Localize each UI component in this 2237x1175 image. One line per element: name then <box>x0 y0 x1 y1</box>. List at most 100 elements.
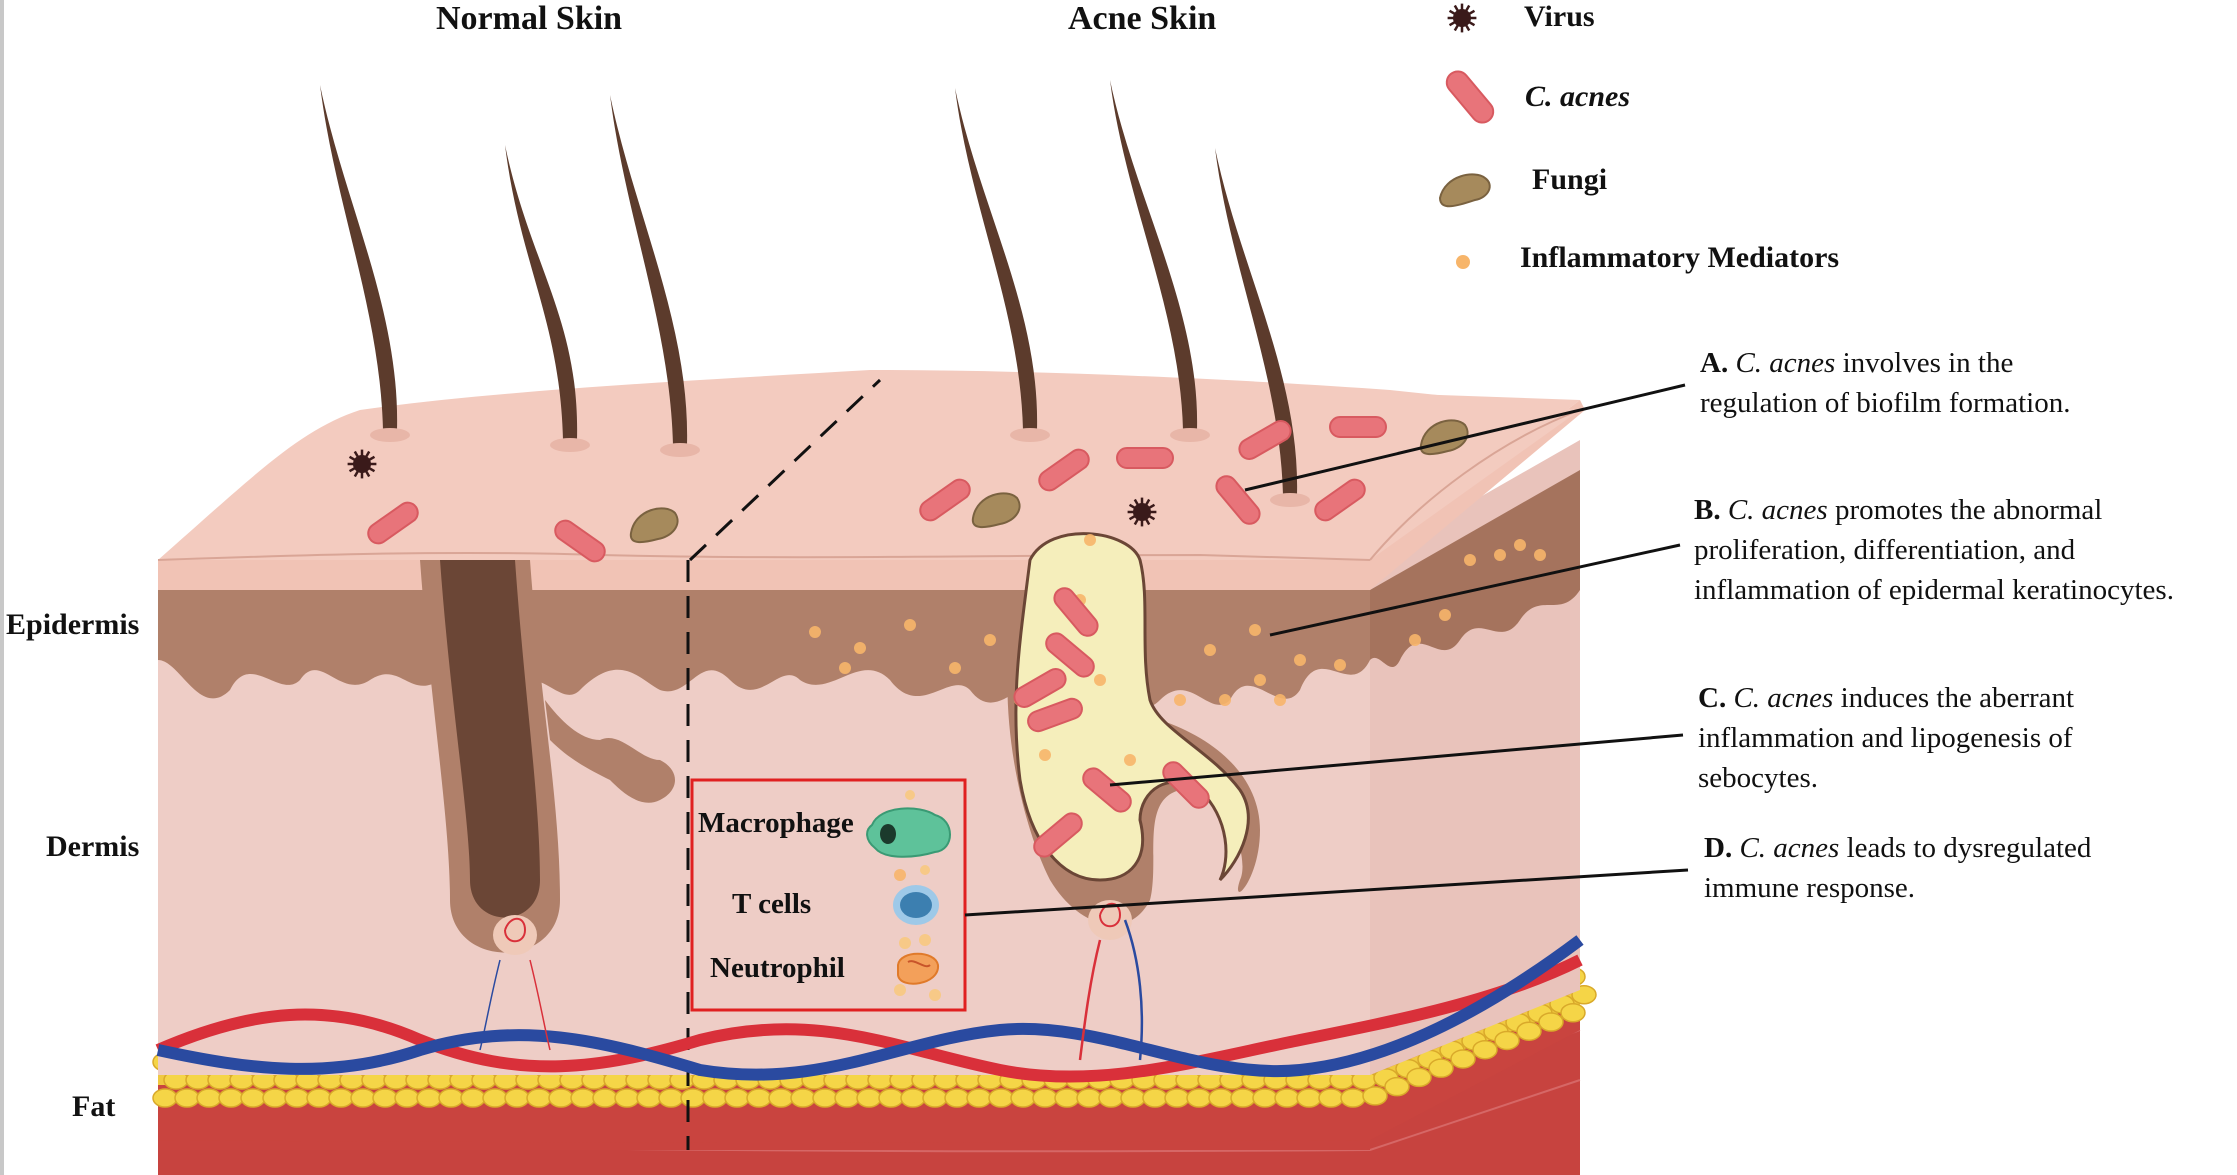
mediator-dot <box>839 662 851 674</box>
fat-cell <box>1340 1088 1366 1108</box>
c-acnes-bacterium <box>1027 697 1083 733</box>
legend-virus-label: Virus <box>1524 0 1595 33</box>
fat-cell <box>1296 1088 1322 1108</box>
mediator-dot <box>854 642 866 654</box>
fat-cell <box>1208 1088 1234 1108</box>
skin-surface-top <box>158 370 1580 560</box>
fat-cell <box>746 1088 772 1108</box>
viruses-on-skin <box>347 449 1157 527</box>
fat-cell <box>1098 1088 1124 1108</box>
hair-pore <box>660 443 700 457</box>
fat-cell <box>1318 1088 1344 1108</box>
hair-shaft <box>1215 148 1298 495</box>
acne-skin-title: Acne Skin <box>1068 0 1217 37</box>
c-acnes-bacterium <box>1314 478 1366 522</box>
fat-cell <box>636 1088 662 1108</box>
mediator-dot <box>1464 554 1476 566</box>
fat-cell <box>966 1088 992 1108</box>
annotation-b-species: C. acnes <box>1727 494 1828 526</box>
annotation-a-line2: regulation of biofilm formation. <box>1700 387 2071 419</box>
mediator-dot <box>984 634 996 646</box>
fat-cell <box>614 1088 640 1108</box>
virus-body <box>1133 503 1151 521</box>
virus <box>347 449 377 479</box>
mediator-dot <box>1084 534 1096 546</box>
fat-cell <box>328 1088 354 1108</box>
fat-cell <box>284 1088 310 1108</box>
mediator-dot <box>904 619 916 631</box>
fat-cell <box>922 1088 948 1108</box>
fat-cell <box>658 1088 684 1108</box>
epidermis-side <box>1370 470 1580 668</box>
fat-cell <box>438 1088 464 1108</box>
fat-cell <box>372 1088 398 1108</box>
fat-cell <box>1032 1088 1058 1108</box>
fat-cell <box>1362 1086 1388 1106</box>
fat-cell <box>306 1088 332 1108</box>
fat-cell <box>526 1088 552 1108</box>
surface-edge <box>158 400 1585 590</box>
fat-cell <box>460 1088 486 1108</box>
annotation-c-letter: C. <box>1698 682 1727 714</box>
leader-line-a <box>1244 383 1686 492</box>
mediator-dot <box>1094 674 1106 686</box>
fat-cell <box>834 1088 860 1108</box>
fat-cell <box>240 1088 266 1108</box>
fat-cell <box>218 1088 244 1108</box>
fat-cell <box>1142 1088 1168 1108</box>
hair-shaft <box>505 145 578 440</box>
fat-cell <box>592 1088 618 1108</box>
c-acnes-bacterium <box>1082 767 1132 813</box>
mediator-dot <box>1124 754 1136 766</box>
annotation-d-species: C. acnes <box>1739 832 1840 864</box>
neutrophil-label: Neutrophil <box>710 952 845 984</box>
inflammatory-mediator-icon <box>1456 255 1470 269</box>
c-acnes-bacterium <box>1238 420 1292 461</box>
mediator-dot <box>894 869 906 881</box>
fat-cell <box>548 1088 574 1108</box>
c-acnes-bacterium <box>1053 587 1099 637</box>
annotation-a: A. C. acnes involves in the regulation o… <box>1700 343 2070 423</box>
mediator-dot <box>1409 634 1421 646</box>
mediator-dot <box>1204 644 1216 656</box>
fat-cell <box>724 1088 750 1108</box>
c-acnes-bacterium <box>1116 447 1174 469</box>
fat-cell <box>1472 1039 1498 1060</box>
fat-cell <box>394 1088 420 1108</box>
fat-cell <box>1560 1002 1586 1023</box>
dermis-label: Dermis <box>46 830 140 863</box>
fat-cell <box>196 1088 222 1108</box>
fat-cell <box>570 1088 596 1108</box>
fat-cell <box>790 1088 816 1108</box>
mediator-dot <box>949 662 961 674</box>
annotation-a-species: C. acnes <box>1735 347 1836 379</box>
mediator-dot <box>1254 674 1266 686</box>
fat-cell <box>1230 1088 1256 1108</box>
fat-cell <box>1164 1088 1190 1108</box>
fat-cell <box>1076 1088 1102 1108</box>
fat-cell <box>1274 1088 1300 1108</box>
fat-cell <box>1010 1088 1036 1108</box>
annotation-b-line1: promotes the abnormal <box>1827 494 2103 526</box>
virus-body <box>1453 9 1471 27</box>
fat-cell <box>482 1088 508 1108</box>
c-acnes-bacterium <box>367 501 419 545</box>
fungus <box>971 492 1021 529</box>
c-acnes-bacterium <box>1033 812 1083 858</box>
hair-pore <box>370 428 410 442</box>
fat-cell <box>768 1088 794 1108</box>
annotation-c-line3: sebocytes. <box>1698 762 1818 794</box>
annotation-d-letter: D. <box>1704 832 1733 864</box>
mediator-dot <box>1174 694 1186 706</box>
hair-shaft <box>1110 80 1198 430</box>
mediator-dot <box>1439 609 1451 621</box>
fungus <box>629 507 679 544</box>
macrophage-icon <box>866 790 951 875</box>
fat-cell <box>1450 1049 1476 1069</box>
fat-cell <box>504 1088 530 1108</box>
immune-cell-box <box>690 778 967 1012</box>
mediator-dot <box>1274 694 1286 706</box>
fat-cell <box>1516 1021 1542 1041</box>
inflammatory-mediators <box>809 534 1546 881</box>
